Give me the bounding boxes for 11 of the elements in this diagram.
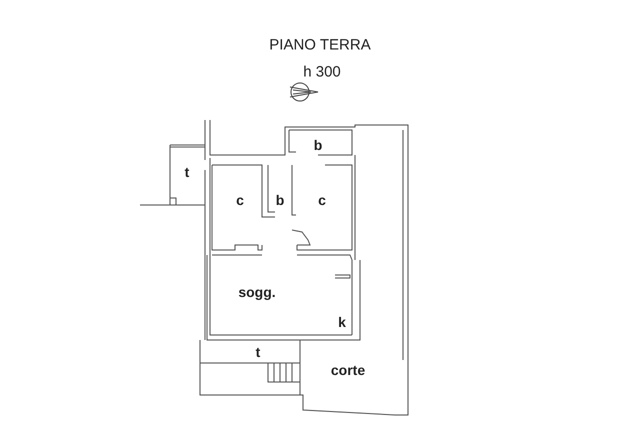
plan-title: PIANO TERRA	[269, 36, 371, 54]
room-label: b	[314, 137, 322, 153]
height-note: h 300	[303, 64, 341, 80]
room-label: c	[236, 192, 244, 208]
room-label: b	[276, 192, 284, 208]
room-label: t	[184, 164, 190, 180]
room-label: c	[318, 192, 326, 208]
room-label: sogg.	[238, 284, 276, 300]
room-label: k	[338, 314, 346, 330]
room-label: t	[256, 344, 260, 360]
room-label: corte	[330, 362, 366, 378]
